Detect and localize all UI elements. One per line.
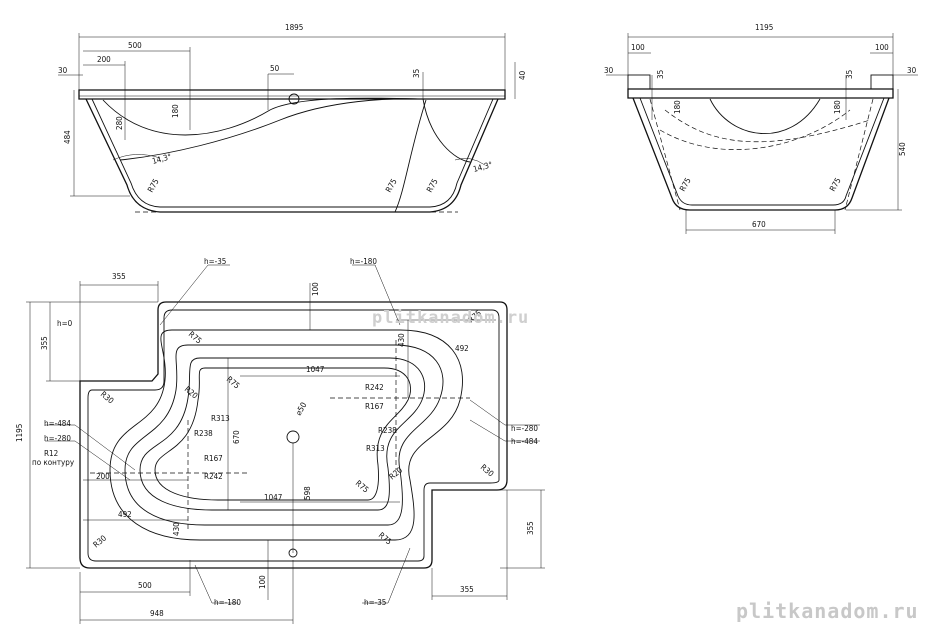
plan-h-neg280-right: h=-280 xyxy=(511,424,538,433)
end-dim-180-right: 180 xyxy=(833,100,842,114)
plan-dim-670: 670 xyxy=(232,430,241,444)
plan-r238-a: R238 xyxy=(194,429,213,438)
plan-dim-355-left: 355 xyxy=(40,336,49,350)
side-r75-left: R75 xyxy=(146,177,161,194)
plan-h-neg35-top: h=-35 xyxy=(204,257,226,266)
plan-dim-200: 200 xyxy=(96,472,110,481)
side-angle-left: 14,3° xyxy=(151,152,172,166)
plan-r30-a: R30 xyxy=(99,390,116,406)
plan-h-neg180-bottom: h=-180 xyxy=(214,598,241,607)
plan-r20-b: R20 xyxy=(388,465,405,481)
plan-dim-355-bottom: 355 xyxy=(460,585,474,594)
end-r75-right: R75 xyxy=(828,176,843,193)
plan-dim-492-right: 492 xyxy=(455,344,469,353)
side-view: 1895 500 200 30 50 484 280 180 35 40 R75… xyxy=(58,23,527,213)
plan-r75-b: R75 xyxy=(225,375,242,391)
plan-dim-500: 500 xyxy=(138,581,152,590)
side-dim-total-length: 1895 xyxy=(285,23,303,32)
end-dim-35-right: 35 xyxy=(845,70,854,79)
side-dim-280: 280 xyxy=(115,116,124,130)
plan-dim-598: 598 xyxy=(303,486,312,500)
end-dim-670: 670 xyxy=(752,220,766,229)
plan-r167-left: R167 xyxy=(204,454,223,463)
end-dim-100-right: 100 xyxy=(875,43,889,52)
plan-r75-d: R75 xyxy=(377,531,394,547)
side-dim-180: 180 xyxy=(171,104,180,118)
end-dim-30-right: 30 xyxy=(907,66,917,75)
plan-r12: R12 xyxy=(44,449,58,458)
watermark-center: plitkanadom.ru xyxy=(372,308,529,328)
plan-dim-100-top: 100 xyxy=(311,282,320,296)
plan-dim-492-left: 492 xyxy=(118,510,132,519)
plan-r430-top: 430 xyxy=(397,333,406,347)
side-r75-right: R75 xyxy=(425,177,440,194)
plan-r430-bottom: 430 xyxy=(172,522,181,536)
plan-dim-948: 948 xyxy=(150,609,164,618)
plan-r167-right: R167 xyxy=(365,402,384,411)
plan-r242-left: R242 xyxy=(204,472,223,481)
plan-r313-b: R313 xyxy=(366,444,385,453)
plan-dim-100-bottom: 100 xyxy=(258,575,267,589)
side-dim-30: 30 xyxy=(58,66,68,75)
watermark-corner: plitkanadom.ru xyxy=(736,599,919,623)
plan-r75-a: R75 xyxy=(187,330,204,346)
plan-dim-355-right: 355 xyxy=(526,521,535,535)
end-dim-180-left: 180 xyxy=(673,100,682,114)
plan-r12-note: по контуру xyxy=(32,458,75,467)
side-dim-484: 484 xyxy=(63,130,72,144)
plan-h-neg484-right: h=-484 xyxy=(511,437,538,446)
end-view: 1195 100 100 30 30 35 35 180 180 540 R75… xyxy=(604,23,918,234)
end-dim-100-left: 100 xyxy=(631,43,645,52)
plan-r242-right: R242 xyxy=(365,383,384,392)
plan-h-neg280-left: h=-280 xyxy=(44,434,71,443)
end-r75-left: R75 xyxy=(678,176,693,193)
plan-dim-1195: 1195 xyxy=(15,424,24,442)
plan-r30-c: R30 xyxy=(92,533,109,549)
plan-dim-1047-top: 1047 xyxy=(306,365,324,374)
end-dim-540: 540 xyxy=(898,142,907,156)
plan-r313-a: R313 xyxy=(211,414,230,423)
plan-h-neg484-left: h=-484 xyxy=(44,419,71,428)
end-dim-35-left: 35 xyxy=(656,70,665,79)
plan-r238-b: R238 xyxy=(378,426,397,435)
plan-r20-a: R20 xyxy=(183,385,200,401)
plan-r30-b: R30 xyxy=(479,463,496,479)
side-dim-35: 35 xyxy=(412,69,421,78)
side-dim-40: 40 xyxy=(518,70,527,80)
plan-h-neg180-top: h=-180 xyxy=(350,257,377,266)
side-angle-right: 14,3° xyxy=(472,160,493,174)
side-r75-mid: R75 xyxy=(384,177,399,194)
end-dim-30-left: 30 xyxy=(604,66,614,75)
side-dim-200: 200 xyxy=(97,55,111,64)
plan-phi50: ⌀50 xyxy=(294,400,309,417)
plan-r75-c: R75 xyxy=(354,479,371,495)
side-dim-50: 50 xyxy=(270,64,280,73)
plan-dim-1047-bottom: 1047 xyxy=(264,493,282,502)
plan-h-neg35-bottom: h=-35 xyxy=(364,598,386,607)
plan-dim-355-top: 355 xyxy=(112,272,126,281)
plan-h0: h=0 xyxy=(57,319,73,328)
end-dim-total-width: 1195 xyxy=(755,23,773,32)
side-dim-500: 500 xyxy=(128,41,142,50)
